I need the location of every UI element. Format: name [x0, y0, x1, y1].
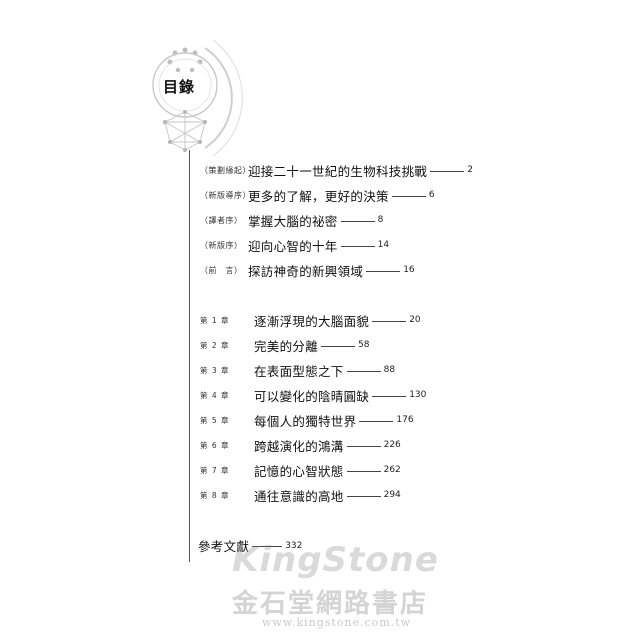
toc-entry: （策劃緣起） 迎接二十一世紀的生物科技挑戰 2: [200, 160, 473, 180]
entry-title: 迎向心智的十年: [248, 238, 338, 254]
leader-line: [340, 245, 375, 247]
leader-line: [346, 445, 381, 447]
toc-entry: （譯者序） 掌握大腦的祕密 8: [200, 210, 383, 230]
leader-line: [372, 320, 407, 322]
entry-title: 探訪神奇的新興領域: [248, 263, 364, 279]
entry-title: 更多的了解，更好的決策: [248, 188, 389, 204]
chapter-title: 完美的分離: [254, 338, 319, 354]
watermark-url: www.kingstone.com.tw: [262, 616, 412, 629]
entry-page: 2: [467, 165, 473, 175]
toc-entry: （前 言） 探訪神奇的新興領域 16: [200, 260, 415, 280]
entry-page: 6: [428, 190, 435, 200]
chapter-title: 記憶的心智狀態: [254, 463, 344, 479]
chapter-title: 可以變化的陰晴圓缺: [254, 388, 370, 404]
entry-page: 16: [403, 265, 415, 275]
toc-chapter: 第 8 章 通往意識的高地 294: [200, 485, 401, 505]
leader-line: [346, 470, 381, 472]
toc-chapter: 第 5 章 每個人的獨特世界 176: [200, 410, 414, 430]
chapter-page: 294: [383, 490, 401, 500]
toc-chapter: 第 1 章 逐漸浮現的大腦面貌 20: [200, 310, 421, 330]
chapter-page: 262: [383, 465, 401, 475]
leader-line: [340, 220, 375, 222]
leader-line: [321, 345, 356, 347]
chapter-label: 第 3 章: [200, 365, 230, 375]
entry-title: 掌握大腦的祕密: [248, 213, 338, 229]
leader-line: [366, 270, 401, 272]
entry-label: （新版導序）: [200, 190, 251, 200]
chapter-title: 逐漸浮現的大腦面貌: [254, 313, 370, 329]
leader-line: [372, 395, 407, 397]
chapter-label: 第 7 章: [200, 465, 230, 475]
toc-entry: （新版導序） 更多的了解，更好的決策 6: [200, 185, 435, 205]
leader-line: [346, 495, 381, 497]
toc-references: 參考文獻 332: [198, 536, 302, 555]
entry-page: 8: [377, 215, 384, 225]
chapter-label: 第 2 章: [200, 340, 230, 350]
chapter-page: 20: [409, 315, 421, 325]
chapter-page: 88: [383, 365, 396, 375]
toc-entry: （新版序） 迎向心智的十年 14: [200, 235, 389, 255]
references-page: 332: [285, 540, 303, 551]
chapter-page: 58: [358, 340, 370, 350]
chapter-label: 第 6 章: [200, 440, 230, 450]
watermark-chinese: 金石堂網路書店: [232, 589, 429, 619]
chapter-label: 第 5 章: [200, 415, 230, 425]
chapter-label: 第 4 章: [200, 390, 230, 400]
leader-line: [359, 420, 394, 422]
chapter-title: 跨越演化的鴻溝: [254, 438, 344, 454]
chapter-page: 130: [409, 390, 427, 400]
entry-title: 迎接二十一世紀的生物科技挑戰: [248, 163, 428, 179]
toc-chapter: 第 3 章 在表面型態之下 88: [200, 360, 395, 380]
watermark-brand: KingStone: [232, 540, 439, 580]
chapter-label: 第 1 章: [200, 315, 230, 325]
chapter-page: 176: [396, 415, 414, 425]
leader-line: [252, 546, 283, 547]
leader-line: [430, 170, 465, 172]
chapter-title: 每個人的獨特世界: [254, 413, 357, 429]
entry-label: （策劃緣起）: [200, 165, 251, 175]
chapter-title: 在表面型態之下: [254, 363, 344, 379]
chapter-title: 通往意識的高地: [254, 488, 344, 504]
chapter-page: 226: [383, 440, 401, 450]
entry-label: （前 言）: [200, 265, 243, 275]
toc-chapter: 第 4 章 可以變化的陰晴圓缺 130: [200, 385, 426, 405]
references-title: 參考文獻: [198, 539, 250, 554]
toc-chapter: 第 7 章 記憶的心智狀態 262: [200, 460, 401, 480]
leader-line: [346, 370, 381, 372]
leader-line: [391, 195, 426, 197]
vertical-divider: [189, 150, 190, 562]
chapter-label: 第 8 章: [200, 490, 230, 500]
entry-label: （譯者序）: [200, 215, 243, 225]
toc-title: 目錄: [163, 78, 196, 96]
entry-label: （新版序）: [200, 240, 243, 250]
toc-chapter: 第 6 章 跨越演化的鴻溝 226: [200, 435, 401, 455]
entry-page: 14: [377, 240, 390, 250]
toc-chapter: 第 2 章 完美的分離 58: [200, 335, 369, 355]
